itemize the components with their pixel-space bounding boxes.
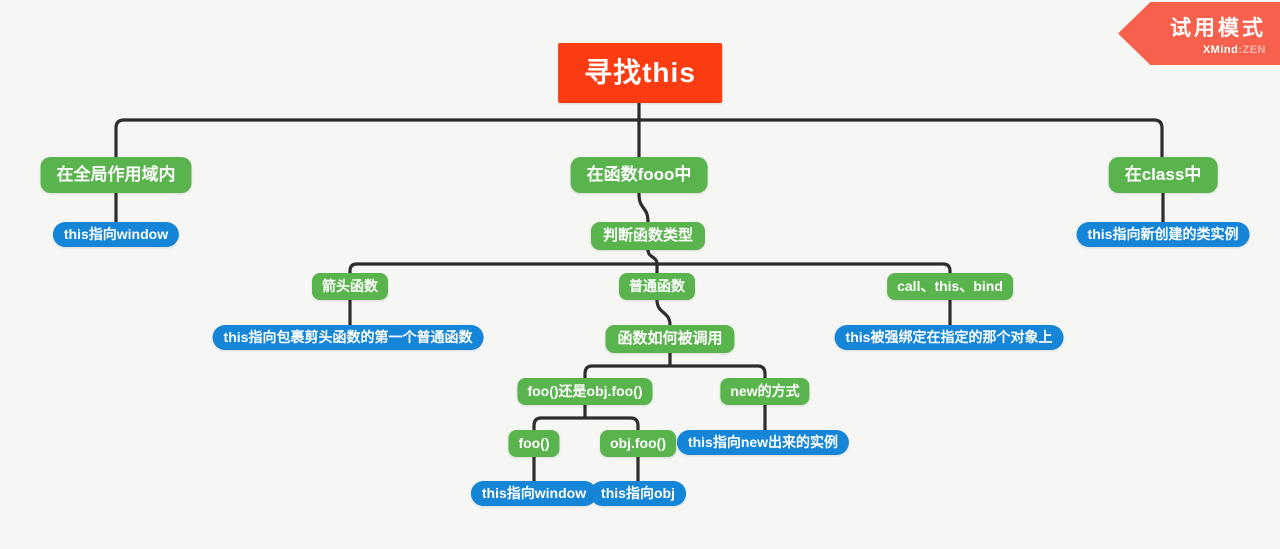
connector-normal-howcalled (655, 298, 672, 327)
node-foo-or-objfoo[interactable]: foo()还是obj.foo() (517, 378, 653, 405)
node-global-result[interactable]: this指向window (52, 222, 180, 247)
connector-howcalled-trunk (583, 350, 767, 380)
node-root[interactable]: 寻找this (558, 43, 722, 103)
trial-mode-ribbon[interactable]: 试用模式 XMind:ZEN (1118, 2, 1280, 65)
trial-mode-label: 试用模式 (1170, 16, 1266, 40)
node-new-way[interactable]: new的方式 (720, 378, 810, 405)
node-bind-result[interactable]: this被强绑定在指定的那个对象上 (834, 325, 1064, 350)
connector-fooorobj-trunk (532, 402, 640, 432)
xmind-zen-brand: XMind:ZEN (1202, 43, 1266, 56)
node-function-foo[interactable]: 在函数fooo中 (570, 157, 708, 194)
node-objfoo-call[interactable]: obj.foo() (600, 430, 676, 457)
node-arrow-fn[interactable]: 箭头函数 (312, 273, 388, 300)
node-call-this-bind[interactable]: call、this、bind (887, 273, 1013, 300)
node-new-result[interactable]: this指向new出来的实例 (676, 430, 850, 455)
node-foo-call[interactable]: foo() (508, 430, 560, 457)
node-in-class[interactable]: 在class中 (1108, 157, 1218, 194)
connector-foo-judge (637, 192, 650, 224)
connector-root-trunk (114, 102, 1164, 159)
node-foo-call-result[interactable]: this指向window (470, 481, 598, 506)
node-class-result[interactable]: this指向新创建的类实例 (1076, 222, 1250, 247)
connector-judge-trunk (348, 248, 952, 275)
node-objfoo-result[interactable]: this指向obj (590, 481, 686, 506)
node-judge-type[interactable]: 判断函数类型 (590, 222, 706, 250)
node-how-called[interactable]: 函数如何被调用 (605, 325, 735, 353)
node-arrow-result[interactable]: this指向包裹剪头函数的第一个普通函数 (212, 325, 484, 350)
node-normal-fn[interactable]: 普通函数 (619, 273, 695, 300)
node-global-scope[interactable]: 在全局作用域内 (40, 157, 192, 194)
